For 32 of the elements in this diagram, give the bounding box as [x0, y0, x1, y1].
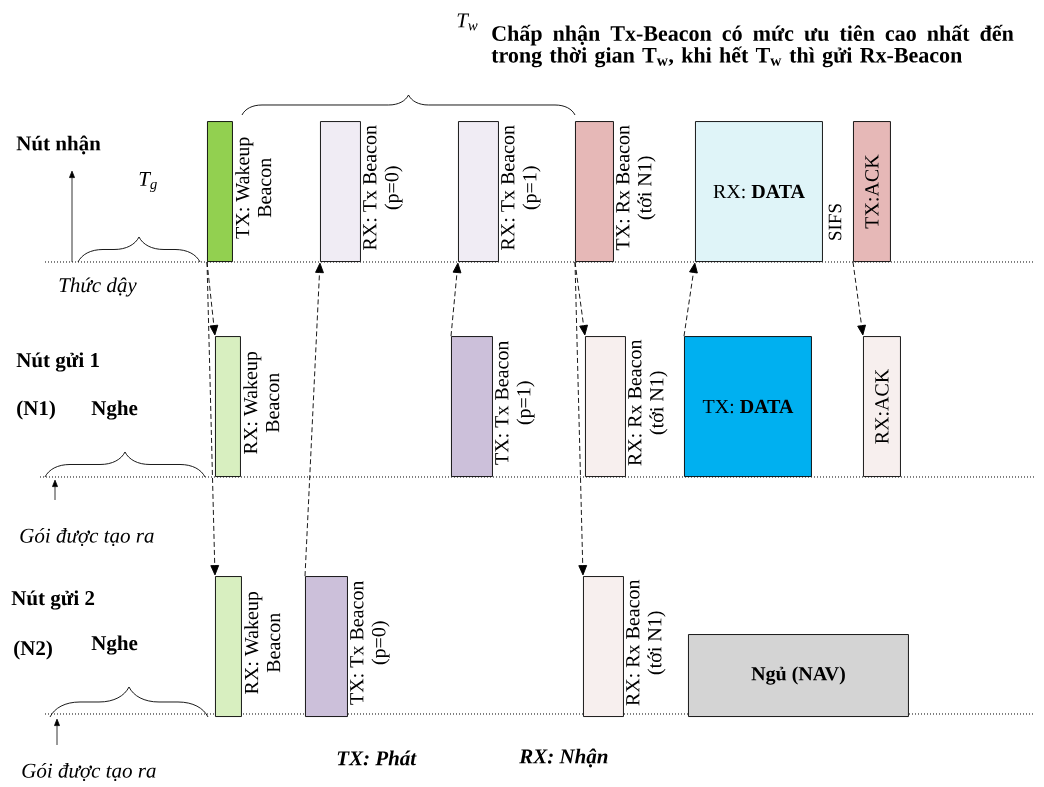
- text-label: SIFS: [828, 204, 842, 240]
- message-box: TX:ACK: [853, 121, 891, 262]
- text-label: (N1): [17, 400, 55, 420]
- frame-label: TX: Tx Beacon (p=0): [350, 580, 390, 705]
- text-label: T$_{w}$: [457, 13, 478, 31]
- message-box: TX: DATA: [684, 336, 812, 477]
- frame-label: RX: Rx Beacon (tới N1): [626, 579, 666, 706]
- arrow: [206, 261, 220, 576]
- text-label: Chấp nhận Tx-Beacon có mức ưu tiên cao nhất đến trong thời gian T$_{w}$, khi hết T$_{w}$ thì gửi Rx-Beacon: [491, 24, 1014, 68]
- message-box: Ngủ (NAV): [688, 634, 909, 717]
- text-label: Nút nhận: [16, 135, 101, 155]
- frame-label: RX: Rx Beacon (tới N1): [628, 339, 668, 466]
- frame-label: TX: Wakeup Beacon: [235, 137, 272, 239]
- arrow: [683, 262, 698, 337]
- text-label: Gói được tạo ra: [20, 527, 154, 547]
- frame-label: TX: Tx Beacon (p=1): [495, 340, 535, 465]
- frame-label: TX: Rx Beacon (tới N1): [616, 125, 656, 251]
- arrow: [450, 262, 462, 337]
- frame-label: RX: Tx Beacon (p=1): [501, 125, 541, 250]
- text-label: Gói được tạo ra: [22, 762, 156, 782]
- arrow: [852, 261, 866, 336]
- text-label: Nút gửi 1: [16, 352, 99, 372]
- arrow: [574, 261, 588, 576]
- message-box: RX:ACK: [863, 336, 901, 477]
- frame-label: RX: Tx Beacon (p=0): [363, 125, 403, 250]
- message-box: RX: DATA: [695, 121, 823, 262]
- text-label: Nút gửi 2: [11, 590, 95, 610]
- text-label: Thức dậy: [59, 277, 137, 297]
- frame-label: RX: Wakeup Beacon: [244, 591, 281, 694]
- arrow: [304, 262, 324, 577]
- frame-label: RX: Wakeup Beacon: [243, 351, 280, 454]
- text-label: (N2): [14, 640, 52, 660]
